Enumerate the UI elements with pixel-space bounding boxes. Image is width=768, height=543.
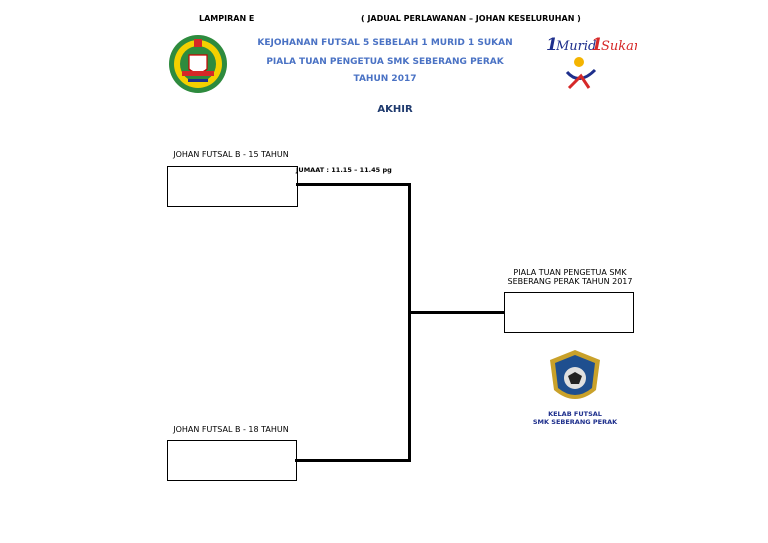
bracket-line-top	[296, 183, 411, 186]
bracket-line-vertical	[408, 183, 411, 462]
team2-label: JOHAN FUTSAL B - 18 TAHUN	[173, 425, 289, 434]
svg-text:1: 1	[546, 35, 558, 55]
futsal-club-shield-icon	[546, 348, 604, 410]
bracket-line-bottom	[295, 459, 411, 462]
team1-box	[167, 166, 298, 207]
year-title: TAHUN 2017	[353, 74, 417, 84]
1murid-1sukan-logo: 1 Murid 1 Sukan	[545, 30, 642, 92]
winner-box	[504, 292, 634, 333]
trophy-title: PIALA TUAN PENGETUA SMK SEBERANG PERAK	[266, 57, 504, 67]
club-name-line1: KELAB FUTSAL	[548, 410, 602, 418]
team2-box	[167, 440, 297, 481]
svg-text:Sukan: Sukan	[601, 39, 637, 54]
club-name-line2: SMK SEBERANG PERAK	[532, 418, 618, 426]
svg-text:Murid: Murid	[555, 39, 596, 54]
school-crest-logo	[168, 33, 228, 95]
team1-label: JOHAN FUTSAL B - 15 TAHUN	[173, 150, 289, 159]
schedule-subtitle: ( JADUAL PERLAWANAN – JOHAN KESELURUHAN …	[361, 14, 581, 23]
svg-text:1: 1	[591, 35, 603, 55]
match-time: JUMAAT : 11.15 – 11.45 pg	[296, 166, 392, 174]
lampiran-label: LAMPIRAN E	[199, 14, 255, 23]
winner-label: PIALA TUAN PENGETUA SMK SEBERANG PERAK T…	[507, 268, 633, 286]
bracket-line-final	[411, 311, 504, 314]
round-title: AKHIR	[377, 104, 413, 115]
tournament-title: KEJOHANAN FUTSAL 5 SEBELAH 1 MURID 1 SUK…	[257, 38, 513, 48]
